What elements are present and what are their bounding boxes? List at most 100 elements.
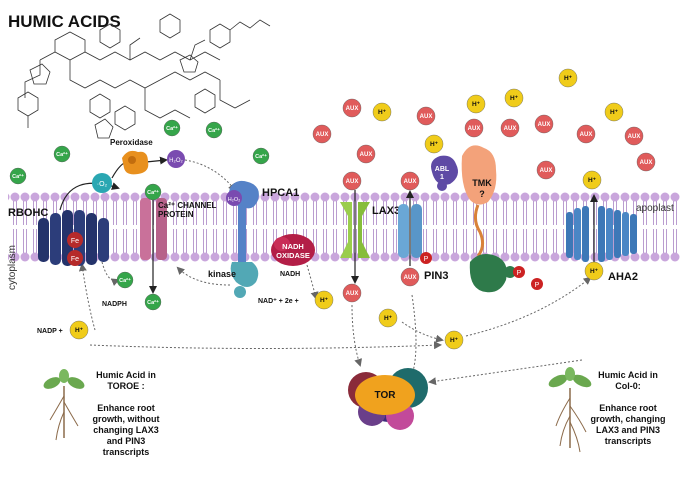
- h-ion-label: H⁺: [588, 177, 597, 184]
- ca-ion-label: Ca²⁺: [12, 173, 24, 180]
- toroe-body-4: and PIN3: [107, 436, 146, 446]
- plant-col0-icon: [548, 367, 592, 453]
- ca-to-rbohc-arrow: [101, 261, 120, 286]
- nadph-label: NADPH: [102, 301, 127, 308]
- ca-ion-label: Ca²⁺: [147, 299, 159, 306]
- tmk-label: TMK: [472, 178, 492, 188]
- h-ion-icon: [372, 102, 392, 122]
- ca-ion-icon: [252, 147, 270, 165]
- tor-complex: [348, 368, 428, 430]
- kinase-label: kinase: [208, 269, 236, 279]
- tmk-phospho-label-2: P: [535, 282, 540, 289]
- hpca1-receptor: H₂O₂: [226, 180, 259, 298]
- col0-heading-1: Humic Acid in: [598, 370, 658, 380]
- ca-ion-label: Ca²⁺: [147, 189, 159, 196]
- ca-ion-label: Ca²⁺: [255, 153, 267, 160]
- aux-ion-label: AUX: [346, 106, 359, 112]
- aux-ion-label: AUX: [580, 132, 593, 138]
- cytoplasm-label: cytoplasm: [7, 245, 18, 290]
- aux-ion-icon: [536, 160, 556, 180]
- peroxidase-enzyme: [122, 150, 149, 175]
- toroe-heading-2: TOROE :: [107, 381, 144, 391]
- h-ion-label: H⁺: [75, 327, 84, 334]
- aux-ion-icon: [356, 144, 376, 164]
- col0-body-2: growth, changing: [591, 414, 666, 424]
- toroe-body-5: transcripts: [103, 447, 150, 457]
- aux-ion-icon: [342, 171, 362, 191]
- col0-body-1: Enhance root: [599, 403, 657, 413]
- aux-ion-icon: [624, 126, 644, 146]
- aux-ion-label: AUX: [538, 122, 551, 128]
- aux-ion-icon: [500, 118, 520, 138]
- tmk-phospho-icon-1: [513, 266, 525, 278]
- col0-body-3: LAX3 and PIN3: [596, 425, 660, 435]
- aux-ion-label: AUX: [504, 126, 517, 132]
- ca-ion-icon: [53, 145, 71, 163]
- proton-merge-arrow: [401, 321, 444, 343]
- pin3-phospho-label: P: [424, 256, 429, 263]
- apoplast-label: apoplast: [636, 203, 674, 214]
- h-ion-label: H⁺: [472, 101, 481, 108]
- h-ion-label: H⁺: [610, 109, 619, 116]
- aux-ion-label: AUX: [316, 132, 329, 138]
- pin3-to-tor-arrow: [410, 294, 418, 377]
- ca-ion-icon: [144, 183, 162, 201]
- nadh-oxidase-label-2: OXIDASE: [276, 251, 310, 260]
- ca-channel-protein: [140, 198, 167, 260]
- pin3-transporter: [398, 204, 422, 258]
- h-ion-label: H⁺: [450, 337, 459, 344]
- nadh-label: NADH: [280, 271, 300, 278]
- aha2-label: AHA2: [608, 271, 638, 283]
- fe-label-1: Fe: [71, 238, 79, 245]
- fe-label-2: Fe: [71, 256, 79, 263]
- pin3-phospho-icon: [420, 252, 432, 264]
- aux-ion-icon: [400, 171, 420, 191]
- lax3-transporter: [340, 202, 370, 258]
- aux-ion-icon: [636, 152, 656, 172]
- ca-ion-label: Ca²⁺: [166, 125, 178, 132]
- col0-heading-2: Col-0:: [615, 381, 641, 391]
- abl1-protein: [431, 155, 458, 191]
- tmk-question: ?: [479, 189, 485, 199]
- aux-ion-icon: [534, 114, 554, 134]
- aux-ion-label: AUX: [468, 126, 481, 132]
- aux-ion-icon: [400, 267, 420, 287]
- h2o2-to-hpca1-arrow: [184, 159, 237, 192]
- h-ion-icon: [378, 308, 398, 328]
- aux-ion-icon: [342, 283, 362, 303]
- ca-ion-label: Ca²⁺: [119, 277, 131, 284]
- col0-to-tor-arrow: [428, 359, 583, 386]
- aux-ion-label: AUX: [360, 152, 373, 158]
- h-ion-icon: [314, 290, 334, 310]
- tor-label: TOR: [375, 390, 397, 401]
- ca-ion-icon: [163, 119, 181, 137]
- ca-ion-icon: [144, 293, 162, 311]
- aux-ion-label: AUX: [346, 291, 359, 297]
- aux-ion-icon: [312, 124, 332, 144]
- nadh-oxidase-arrow: [306, 264, 319, 300]
- ca-ion-label: Ca²⁺: [208, 127, 220, 134]
- tmk-phospho-icon-2: [531, 278, 543, 290]
- peroxidase-to-h2o2-arrow: [145, 156, 168, 165]
- h-ion-icon: [582, 170, 602, 190]
- pin3-label: PIN3: [424, 270, 448, 282]
- h-ion-label: H⁺: [590, 268, 599, 275]
- aux-ion-icon: [342, 98, 362, 118]
- nadh-oxidase-label-1: NADH: [282, 242, 304, 251]
- toroe-body-2: growth, without: [93, 414, 160, 424]
- tmk-phospho-label-1: P: [517, 270, 522, 277]
- aux-ion-icon: [416, 106, 436, 126]
- tmk-receptor: [461, 145, 516, 293]
- ca-ion-label: Ca²⁺: [56, 151, 68, 158]
- h-ion-label: H⁺: [384, 315, 393, 322]
- peroxidase-label: Peroxidase: [110, 138, 153, 147]
- aux-ion-label: AUX: [404, 179, 417, 185]
- aux-ion-label: AUX: [420, 114, 433, 120]
- abl1-label-2: 1: [440, 174, 444, 181]
- h-ion-icon: [466, 94, 486, 114]
- nadph-arrow: [78, 263, 96, 331]
- nad-equation-label: NAD⁺ + 2e +: [258, 298, 299, 305]
- aux-ion-label: AUX: [346, 179, 359, 185]
- h2o2-label: H₂O₂: [169, 158, 183, 164]
